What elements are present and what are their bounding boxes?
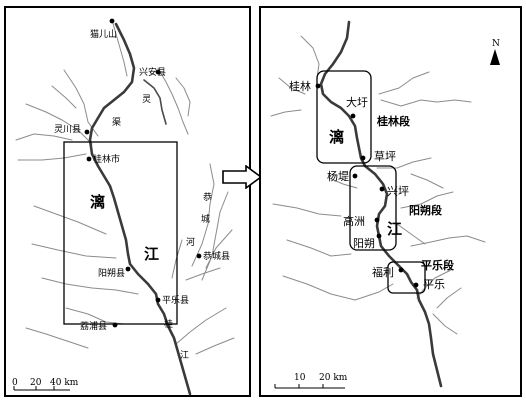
town-dot-caoping [360, 155, 366, 161]
river-char-gong: 恭 [203, 192, 212, 203]
town-dot-yangshuo [125, 266, 131, 272]
river-main [319, 20, 443, 388]
label-yangshuo: 阳朔县 [98, 267, 125, 279]
town-dot-xingan [155, 69, 161, 75]
north-label: N [492, 39, 500, 49]
segment-boxes [316, 70, 426, 294]
label-gongcheng: 恭城县 [203, 251, 230, 262]
scale-tick-10: 10 [294, 373, 306, 383]
label-xingan: 兴安县 [139, 66, 166, 78]
river-char-li: 漓 [90, 193, 105, 211]
town-dot-guilin [315, 83, 321, 89]
river-char-jiang: 江 [144, 245, 159, 263]
river-char-li: 漓 [329, 128, 344, 146]
label-yangdi: 杨堤 [327, 169, 349, 183]
town-dot-fuli [398, 267, 404, 273]
scale-bar: 0 20 40 km [12, 378, 79, 391]
river-char-cheng: 城 [201, 214, 210, 225]
town-dot-daxu [350, 113, 356, 119]
label-yangshuo: 阳朔 [353, 237, 375, 250]
label-guilin: 桂林市 [93, 153, 120, 165]
town-dot-gongcheng [196, 253, 202, 259]
river-char-gui: 桂 [164, 318, 173, 330]
label-xingping: 兴坪 [387, 185, 409, 198]
label-lingchuan: 灵川县 [54, 124, 81, 135]
river-char-he: 河 [186, 236, 195, 248]
label-fuli: 福利 [372, 265, 394, 279]
river-char-qu: 渠 [112, 116, 121, 128]
label-gaozhou: 高洲 [343, 214, 365, 228]
label-guilin: 桂林 [289, 79, 311, 93]
segment-label-guilin: 桂林段 [376, 114, 410, 128]
town-dot-yangshuo [376, 233, 382, 239]
segment-box-yangshuo [349, 165, 397, 251]
river-char-ling: 灵 [142, 94, 151, 105]
label-daxu: 大圩 [346, 95, 368, 109]
arrow-icon [222, 165, 262, 189]
town-dot-yangdi [352, 173, 358, 179]
town-dot-gaozhou [374, 217, 380, 223]
tributaries [15, 19, 235, 355]
segment-label-pingle: 平乐段 [421, 258, 454, 272]
label-pingle: 平乐 [423, 278, 445, 291]
tributaries [270, 35, 486, 335]
town-dot-lipu [112, 322, 118, 328]
segment-box-pingle [387, 261, 426, 294]
segment-box-guilin [316, 70, 372, 164]
scale-tick-20: 20 [30, 378, 42, 388]
label-caoping: 草坪 [374, 150, 396, 163]
town-dot-lingchuan [84, 129, 90, 135]
town-dot-xingping [379, 186, 385, 192]
river-char-jiang: 江 [387, 220, 402, 238]
label-lipu: 荔浦县 [80, 320, 107, 332]
scale-tick-20: 20 km [319, 373, 348, 383]
north-arrow-icon: N [490, 39, 500, 65]
scale-bar: 10 20 km [274, 373, 348, 389]
town-dot-pingle [155, 297, 161, 303]
label-pingle: 平乐县 [162, 294, 189, 306]
scale-tick-40: 40 km [50, 378, 79, 388]
scale-tick-0: 0 [12, 378, 18, 388]
label-maoershan: 猫儿山 [90, 28, 117, 40]
overview-map-panel: 猫儿山 兴安县 灵川县 桂林市 恭城县 阳朔县 平乐县 荔浦县 灵 渠 漓 江 … [4, 6, 251, 397]
overview-map: 猫儿山 兴安县 灵川县 桂林市 恭城县 阳朔县 平乐县 荔浦县 灵 渠 漓 江 … [12, 18, 235, 396]
town-dot-guilin [86, 156, 92, 162]
detail-map: 桂林 大圩 草坪 杨堤 兴坪 高洲 阳朔 福利 平乐 桂林段 阳朔段 平乐段 漓… [270, 20, 500, 389]
segment-label-yangshuo: 阳朔段 [409, 203, 442, 217]
study-area-rectangle [63, 141, 178, 325]
town-dot-maoershan [109, 18, 115, 24]
river-char-jiang2: 江 [180, 350, 189, 361]
detail-map-panel: 桂林 大圩 草坪 杨堤 兴坪 高洲 阳朔 福利 平乐 桂林段 阳朔段 平乐段 漓… [259, 6, 522, 397]
town-dot-pingle [413, 282, 419, 288]
